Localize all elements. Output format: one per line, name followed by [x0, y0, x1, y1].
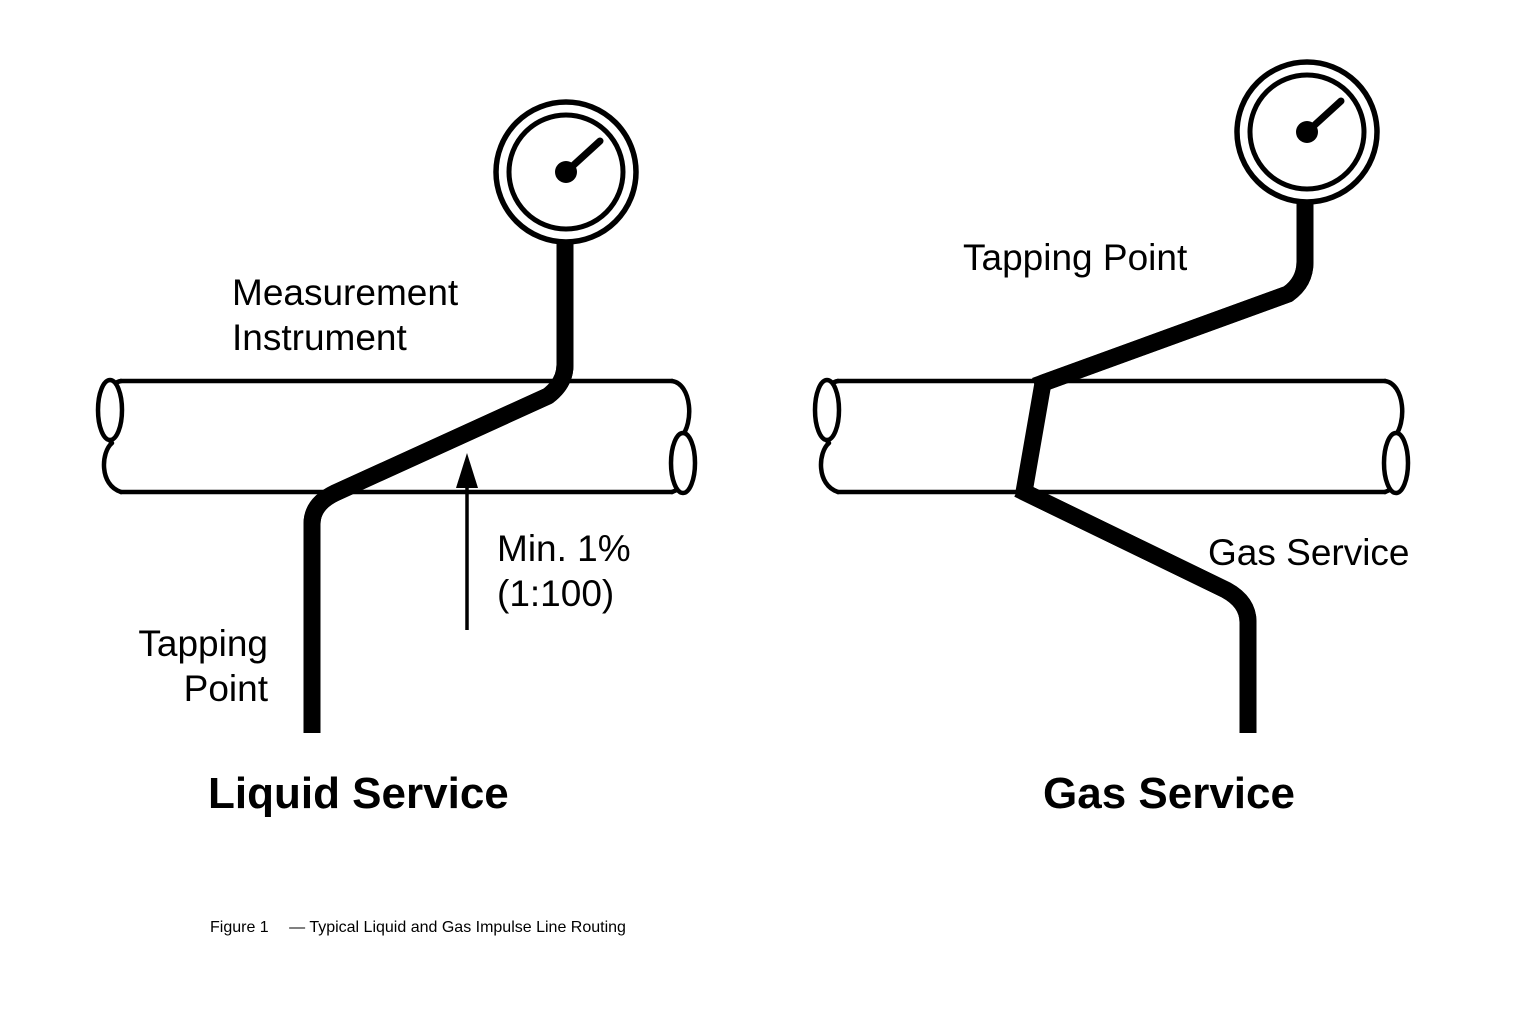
gas-service-title: Gas Service — [1043, 769, 1295, 818]
figure-caption-text: Figure 1 — Typical Liquid and Gas Impuls… — [210, 919, 626, 936]
pipe-bore-ellipse-left — [812, 377, 842, 443]
pipe-bore-ellipse-left — [95, 377, 125, 443]
liquid-impulse-line-front — [303, 240, 574, 733]
gas-impulse-line — [1015, 200, 1314, 733]
gauge-hub — [1296, 121, 1318, 143]
liquid-service-title: Liquid Service — [208, 769, 509, 818]
figure-caption-bold: Figure 1 — [210, 919, 269, 936]
min-slope-arrow — [456, 453, 478, 630]
min-slope-label-line2: (1:100) — [497, 573, 614, 614]
figure-caption: Figure 1 — Typical Liquid and Gas Impuls… — [210, 919, 626, 936]
liquid-tapping-point-label-line2: Point — [184, 668, 269, 709]
liquid-process-pipe — [95, 377, 698, 496]
liquid-pressure-gauge[interactable] — [493, 99, 639, 245]
min-slope-label-line1: Min. 1% — [497, 528, 631, 569]
gas-impulse-line-upper — [1032, 200, 1314, 394]
pipe-bore-ellipse-right — [1381, 430, 1411, 496]
arrow-head-icon — [456, 453, 478, 488]
liquid-tapping-point-label-line1: Tapping — [138, 623, 268, 664]
measurement-instrument-label-line2: Instrument — [232, 317, 408, 358]
gauge-hub — [555, 161, 577, 183]
gas-process-pipe — [812, 377, 1411, 496]
gas-service-panel: Tapping Point Gas Service Gas Service — [812, 59, 1411, 818]
liquid-service-panel: Measurement Instrument Tapping Point Min… — [95, 99, 698, 818]
gas-service-annotation-label: Gas Service — [1208, 532, 1410, 573]
gas-tapping-point-label: Tapping Point — [963, 237, 1188, 278]
gas-impulse-line-lower — [1014, 481, 1257, 733]
gas-pressure-gauge[interactable] — [1234, 59, 1380, 205]
measurement-instrument-label-line1: Measurement — [232, 272, 459, 313]
figure-caption-rest: — Typical Liquid and Gas Impulse Line Ro… — [289, 919, 626, 936]
pipe-bore-ellipse-right — [668, 430, 698, 496]
